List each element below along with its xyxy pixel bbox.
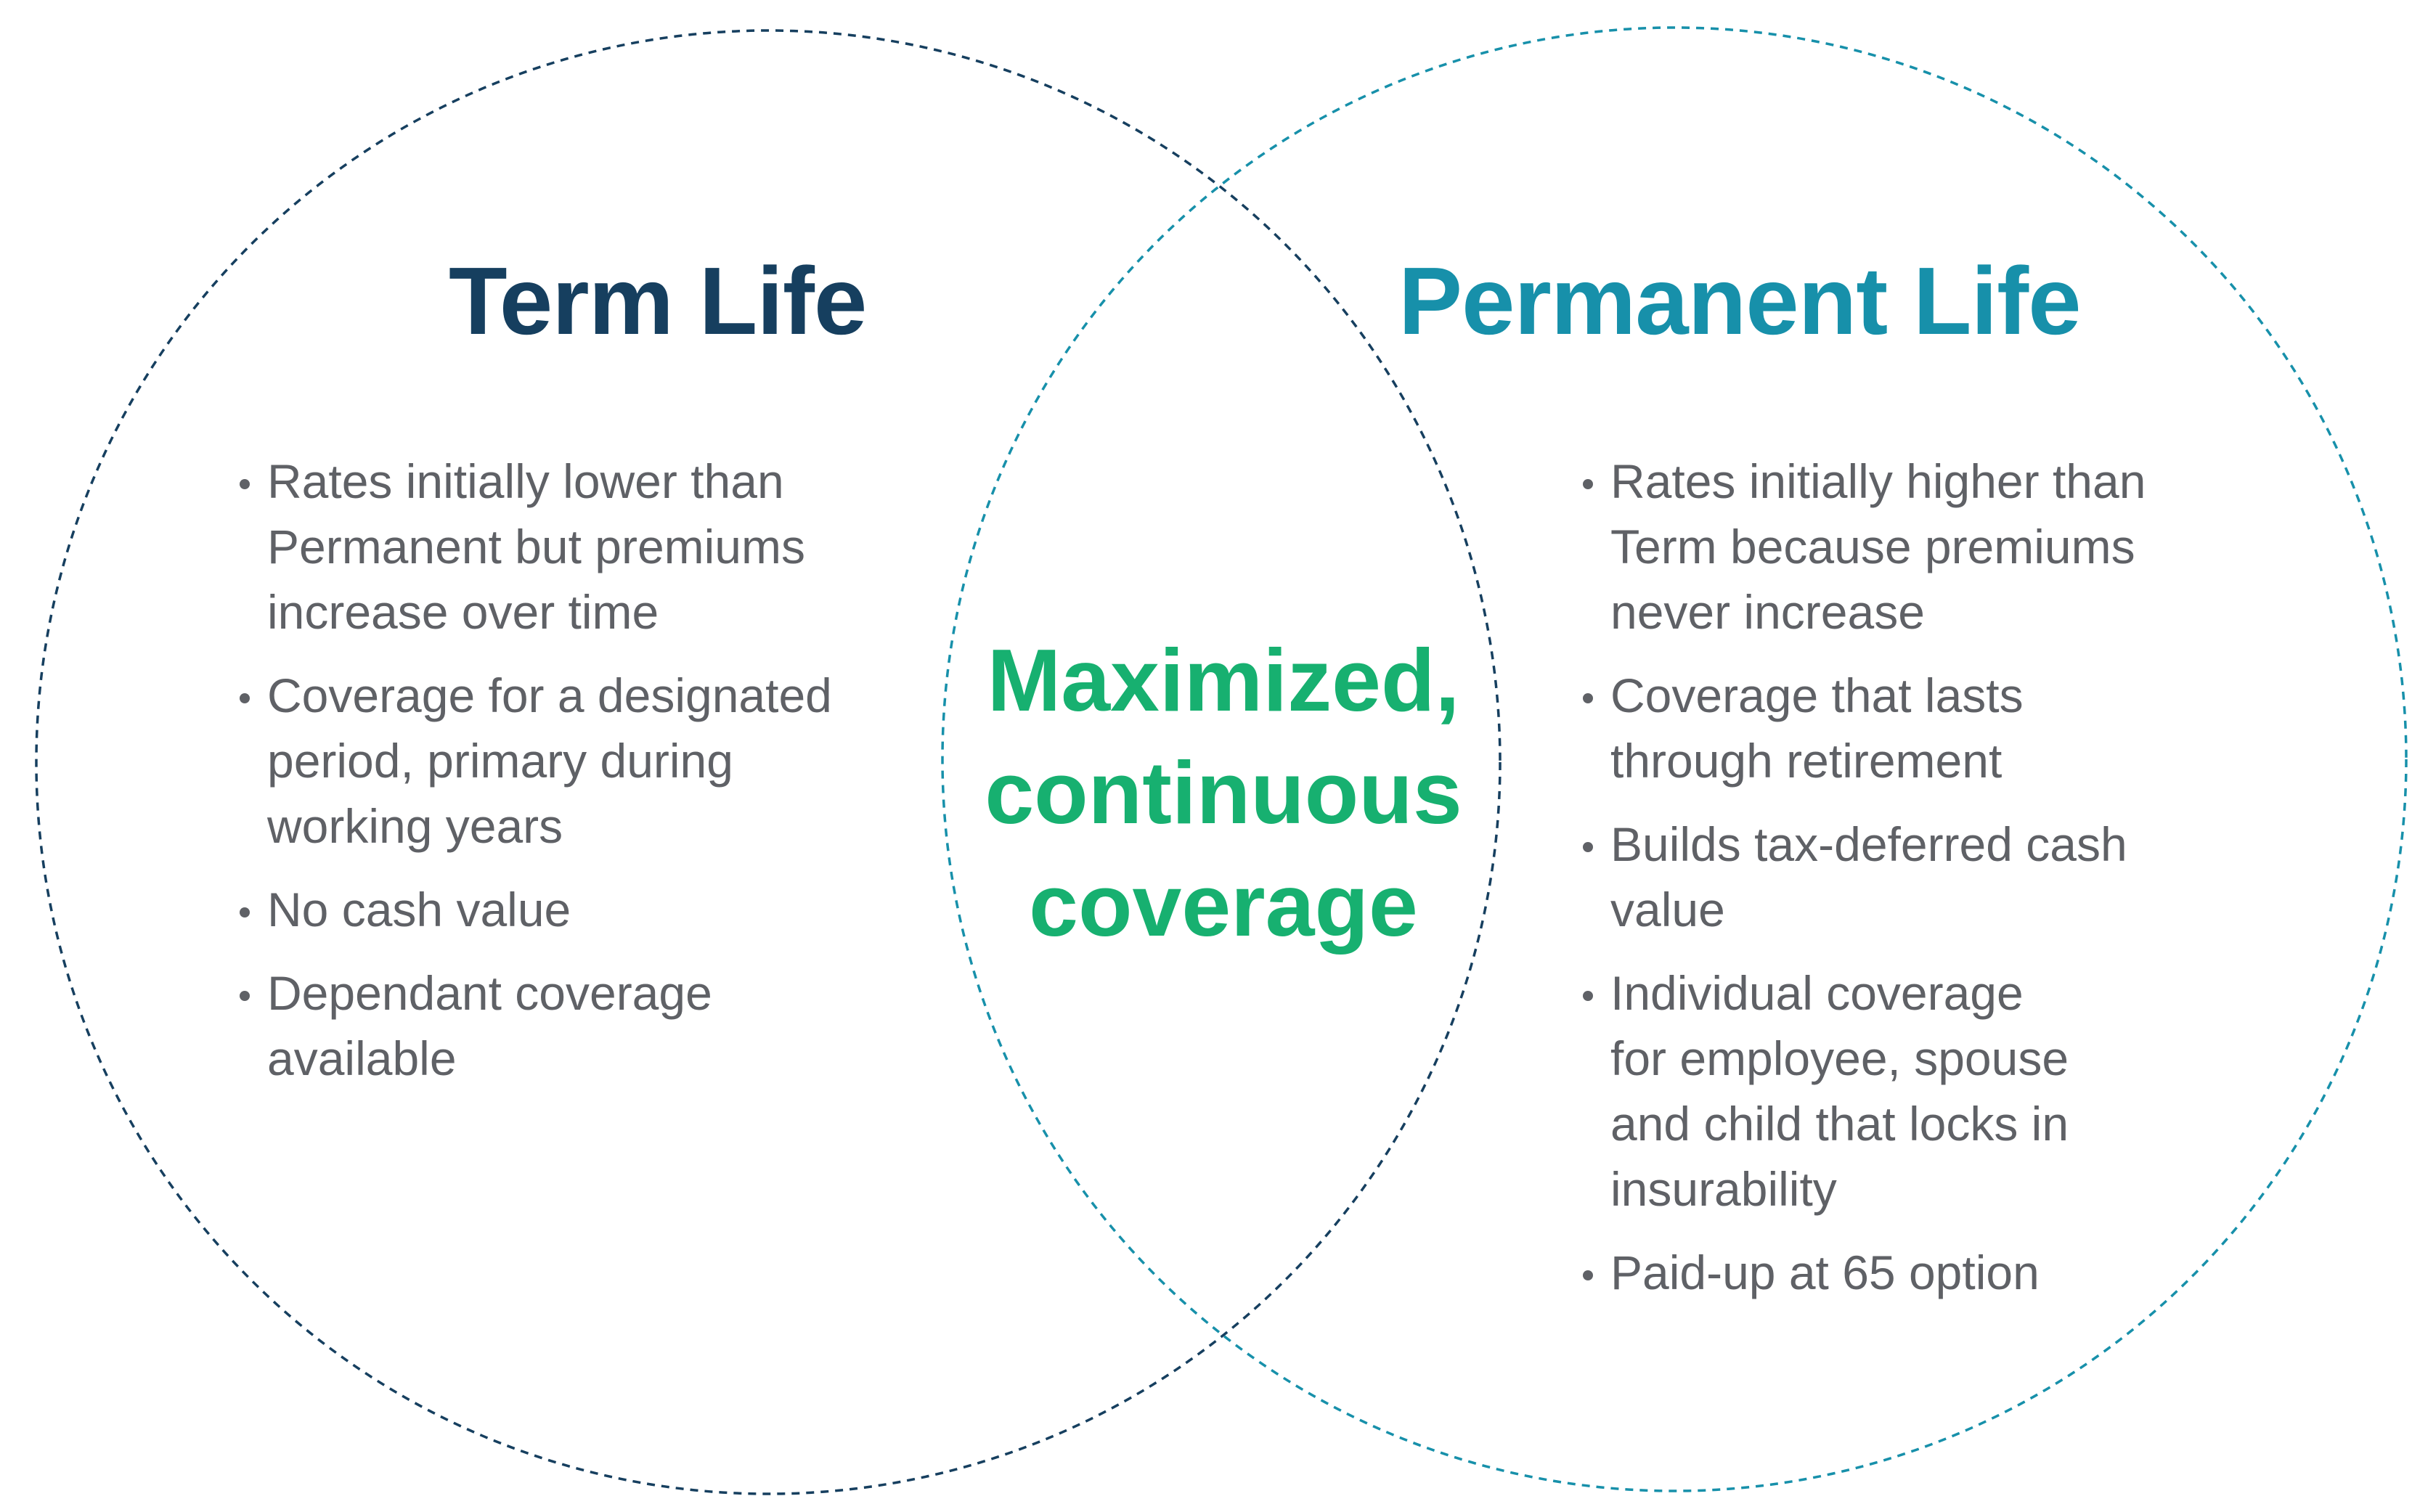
- list-item-line: working years: [267, 799, 563, 853]
- list-item: Builds tax-deferred cash value: [1583, 812, 2294, 942]
- overlap-label-line: continuous: [985, 743, 1462, 842]
- list-item-line: Rates initially lower than: [267, 454, 784, 508]
- list-item-line: Coverage for a designated: [267, 669, 832, 722]
- list-item-line: value: [1610, 883, 1725, 936]
- list-item: Coverage that lasts through retirement: [1583, 663, 2294, 793]
- list-item-line: increase over time: [267, 585, 659, 639]
- list-item-line: for employee, spouse: [1610, 1031, 2069, 1085]
- list-item: Rates initially lower than Permanent but…: [240, 449, 951, 645]
- list-item-line: and child that locks in: [1610, 1097, 2069, 1151]
- list-item-line: Dependant coverage: [267, 966, 712, 1020]
- permanent-life-circle: [941, 26, 2408, 1492]
- list-item: Rates initially higher than Term because…: [1583, 449, 2294, 645]
- list-item-line: available: [267, 1031, 457, 1085]
- overlap-label-line: coverage: [1029, 856, 1418, 955]
- list-item: Individual coverage for employee, spouse…: [1583, 960, 2294, 1222]
- list-item: Coverage for a designated period, primar…: [240, 663, 951, 859]
- list-item: Dependant coverage available: [240, 960, 951, 1091]
- list-item-line: never increase: [1610, 585, 1925, 639]
- overlap-label: Maximized, continuous coverage: [937, 624, 1510, 962]
- list-item: No cash value: [240, 877, 951, 942]
- list-item-line: No cash value: [267, 883, 571, 936]
- permanent-life-title: Permanent Life: [1398, 248, 2082, 354]
- list-item-line: through retirement: [1610, 734, 2003, 788]
- term-life-feature-list: Rates initially lower than Permanent but…: [240, 449, 951, 1109]
- list-item-line: period, primary during: [267, 734, 733, 788]
- term-life-title: Term Life: [449, 248, 867, 354]
- list-item-line: Coverage that lasts: [1610, 669, 2024, 722]
- permanent-life-feature-list: Rates initially higher than Term because…: [1583, 449, 2294, 1323]
- list-item: Paid-up at 65 option: [1583, 1240, 2294, 1305]
- list-item-line: Paid-up at 65 option: [1610, 1246, 2040, 1299]
- list-item-line: Builds tax-deferred cash: [1610, 817, 2127, 871]
- term-life-circle: [35, 29, 1502, 1495]
- list-item-line: Rates initially higher than: [1610, 454, 2146, 508]
- list-item-line: Permanent but premiums: [267, 520, 805, 573]
- list-item-line: Term because premiums: [1610, 520, 2135, 573]
- list-item-line: insurability: [1610, 1162, 1837, 1216]
- list-item-line: Individual coverage: [1610, 966, 2024, 1020]
- overlap-label-line: Maximized,: [987, 631, 1460, 730]
